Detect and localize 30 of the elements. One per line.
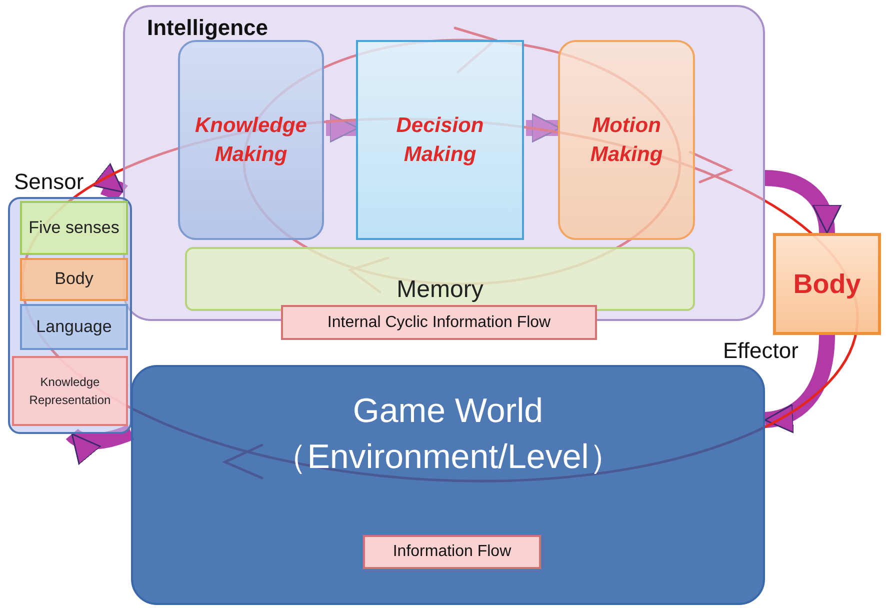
sensor-item: [20, 258, 128, 301]
process-box: [178, 40, 324, 240]
flow-arrow: [764, 170, 840, 234]
process-label: Decision Making: [395, 112, 485, 168]
item-label: Body: [54, 268, 94, 290]
item-label: Language: [36, 316, 112, 338]
sensor-item: [12, 356, 128, 426]
process-box: [558, 40, 695, 240]
process-box: [356, 40, 524, 240]
tag-label: Information Flow: [392, 543, 512, 561]
sensor-item: [20, 201, 128, 255]
panel-heading: Intelligence: [147, 15, 268, 41]
effector-label: Body: [793, 268, 861, 300]
flow-arrow: [92, 163, 128, 200]
sensor-item: [20, 304, 128, 350]
memory-bar: [185, 247, 695, 311]
tag-label: Internal Cyclic Information Flow: [327, 314, 551, 332]
process-label: Knowledge Making: [194, 112, 308, 168]
world-title: Game World （Environment/Level）: [272, 391, 624, 478]
flow-arrow: [764, 334, 835, 432]
panel-heading: Sensor: [14, 169, 84, 195]
world-panel: [131, 365, 765, 605]
effector-label: Effector: [723, 338, 798, 364]
item-label: Knowledge Representation: [28, 374, 112, 409]
process-label: Motion Making: [589, 112, 664, 168]
effector-box: [773, 233, 881, 335]
memory-label: Memory: [396, 276, 484, 304]
flow-tag: [363, 535, 541, 569]
item-label: Five senses: [28, 216, 120, 239]
flow-tag: [281, 305, 597, 340]
